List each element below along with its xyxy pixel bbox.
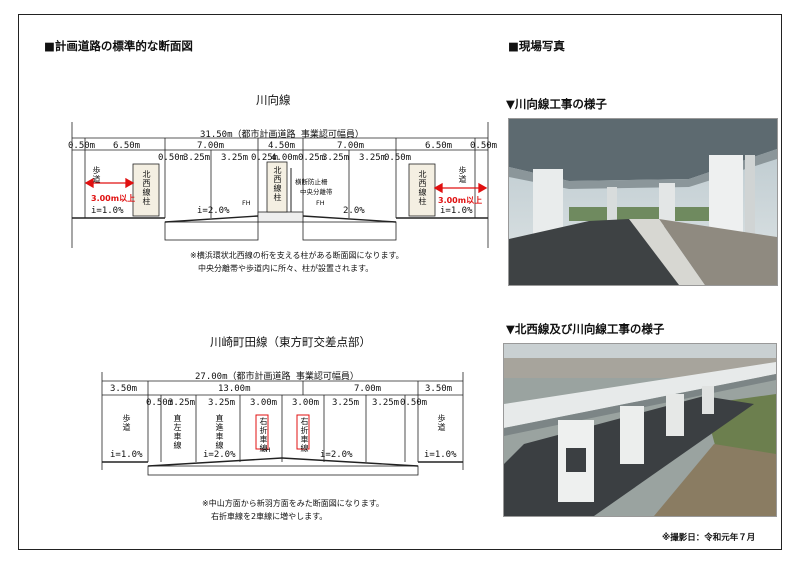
s2-walk-right: 歩道: [437, 414, 446, 432]
s2-lane-right-1: 右折車線: [259, 417, 268, 453]
s2-sub-0: 0.50m: [146, 398, 174, 408]
page-frame: [18, 14, 782, 550]
s2-lane-right-2: 右折車線: [300, 417, 309, 453]
left-section-header: ■計画道路の標準的な断面図: [44, 39, 193, 53]
s1-width-left: 3.00m以上: [91, 194, 136, 203]
s2-slope-mid: i=2.0%: [203, 450, 236, 460]
s1-sub-8: 0.50m: [384, 153, 412, 163]
s1-dim-0: 0.50m: [68, 141, 96, 151]
s2-slope-right: i=1.0%: [424, 450, 457, 460]
s1-sub-0: 0.50m: [158, 153, 186, 163]
s2-note-2: 右折車線を2車線に増やします。: [211, 512, 328, 521]
s1-pillar-right: 北西線柱: [418, 170, 427, 206]
s1-note-1: ※横浜環状北西線の桁を支える柱がある断面図になります。: [190, 251, 404, 260]
s1-slope-mid: i=2.0%: [197, 206, 230, 216]
s1-label-barrier: 横断防止柵: [295, 178, 328, 186]
right-section-header: ■現場写真: [508, 39, 565, 53]
s1-sub-2: 3.25m: [221, 153, 249, 163]
photo-kawamuki-construction: [508, 118, 778, 286]
s1-left-walkway: 歩道: [92, 166, 101, 184]
s1-dim-1: 6.50m: [113, 141, 141, 151]
s1-fh-left: FH: [242, 199, 251, 207]
s2-sub-5: 3.25m: [332, 398, 360, 408]
s2-dim-3: 3.50m: [425, 384, 453, 394]
s1-sub-6: 3.25m: [322, 153, 350, 163]
s1-right-walkway: 歩道: [458, 166, 467, 184]
s2-walk-left: 歩道: [122, 414, 131, 432]
s1-dim-5: 6.50m: [425, 141, 453, 151]
s1-note-2: 中央分離帯や歩道内に所々、柱が設置されます。: [198, 264, 374, 273]
s1-sub-4: 4.00m: [271, 153, 299, 163]
s2-fh: FH: [262, 446, 271, 454]
s2-sub-2: 3.25m: [208, 398, 236, 408]
photo1-caption: ▼川向線工事の様子: [506, 97, 607, 111]
s2-slope-left: i=1.0%: [110, 450, 143, 460]
s1-width-right: 3.00m以上: [438, 196, 483, 205]
s2-sub-4: 3.00m: [292, 398, 320, 408]
s1-sub-1: 3.25m: [183, 153, 211, 163]
photo-date-note: ※撮影日：令和元年７月: [662, 533, 756, 543]
s1-sub-3: 0.25m: [251, 153, 279, 163]
s2-dim-2: 7.00m: [354, 384, 382, 394]
s1-dim-6: 0.50m: [470, 141, 498, 151]
s1-slope-right: i=1.0%: [440, 206, 473, 216]
s2-sub-6: 3.25m: [372, 398, 400, 408]
s1-label-median: 中央分離帯: [300, 188, 333, 196]
s1-dim-4: 7.00m: [337, 141, 365, 151]
s2-sub-1: 3.25m: [168, 398, 196, 408]
photo-hokusei-kawamuki-construction: [503, 343, 777, 517]
s1-dim-2: 7.00m: [197, 141, 225, 151]
s2-lane-straight: 直進車線: [215, 414, 224, 450]
s2-sub-7: 0.50m: [400, 398, 428, 408]
s1-sub-7: 3.25m: [359, 153, 387, 163]
s2-slope-mid2: i=2.0%: [320, 450, 353, 460]
photo2-caption: ▼北西線及び川向線工事の様子: [506, 322, 665, 336]
s1-fh-right: FH: [316, 199, 325, 207]
s2-note-1: ※中山方面から新羽方面をみた断面図になります。: [202, 499, 384, 508]
s1-slope-right-road: 2.0%: [343, 206, 365, 216]
s1-pillar-center: 北西線柱: [273, 166, 282, 202]
s1-dim-3: 4.50m: [268, 141, 296, 151]
s2-dim-1: 13.00m: [218, 384, 251, 394]
section1-title: 川向線: [256, 93, 291, 107]
section2-total-width: 27.00m（都市計画道路 事業認可幅員）: [195, 372, 359, 382]
section1-total-width: 31.50m（都市計画道路 事業認可幅員）: [200, 130, 364, 140]
s1-slope-left: i=1.0%: [91, 206, 124, 216]
s2-sub-3: 3.00m: [250, 398, 278, 408]
s1-pillar-left: 北西線柱: [142, 170, 151, 206]
section2-title: 川崎町田線（東方町交差点部）: [210, 335, 371, 349]
s2-lane-left-turn: 直左車線: [173, 414, 182, 450]
s2-dim-0: 3.50m: [110, 384, 138, 394]
s1-sub-5: 0.25m: [298, 153, 326, 163]
